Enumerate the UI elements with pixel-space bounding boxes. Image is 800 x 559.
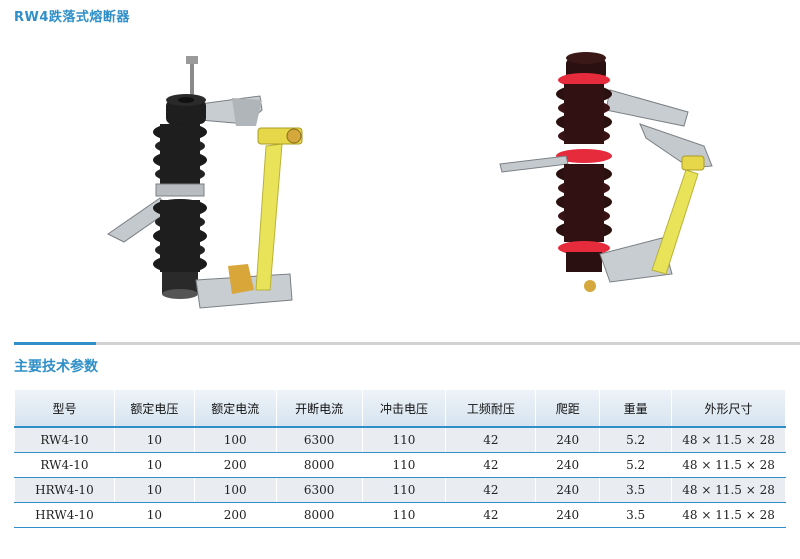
cell-rated-voltage: 10 bbox=[113, 427, 195, 453]
table-row: HRW4-10 10 200 8000 110 42 240 3.5 48 × … bbox=[14, 502, 786, 528]
cell-rated-current: 200 bbox=[193, 502, 277, 528]
header-model: 型号 bbox=[14, 390, 115, 428]
header-power-frequency-withstand: 工频耐压 bbox=[445, 390, 537, 428]
cell-impulse-voltage: 110 bbox=[361, 452, 447, 478]
table-row: RW4-10 10 100 6300 110 42 240 5.2 48 × 1… bbox=[14, 427, 786, 453]
cell-rated-voltage: 10 bbox=[113, 502, 195, 528]
cell-impulse-voltage: 110 bbox=[361, 427, 447, 453]
cell-creepage-distance: 240 bbox=[535, 502, 601, 528]
cell-dimensions: 48 × 11.5 × 28 bbox=[671, 502, 786, 528]
cell-dimensions: 48 × 11.5 × 28 bbox=[671, 427, 786, 453]
product-image-black-cutout bbox=[107, 56, 303, 309]
section-divider-accent bbox=[14, 342, 96, 345]
cell-breaking-current: 8000 bbox=[275, 502, 363, 528]
cell-creepage-distance: 240 bbox=[535, 452, 601, 478]
header-dimensions: 外形尺寸 bbox=[671, 390, 786, 428]
cell-rated-current: 200 bbox=[193, 452, 277, 478]
product-photos bbox=[107, 52, 713, 309]
section-divider bbox=[14, 342, 800, 345]
cell-power-frequency-withstand: 42 bbox=[445, 427, 537, 453]
spec-table: 型号 额定电压 额定电流 开断电流 冲击电压 工频耐压 爬距 重量 外形尺寸 R… bbox=[14, 390, 786, 528]
cell-model: RW4-10 bbox=[14, 427, 115, 453]
cell-model: RW4-10 bbox=[14, 452, 115, 478]
cell-impulse-voltage: 110 bbox=[361, 502, 447, 528]
cell-rated-voltage: 10 bbox=[113, 477, 195, 503]
cell-model: HRW4-10 bbox=[14, 477, 115, 503]
header-rated-voltage: 额定电压 bbox=[113, 390, 195, 428]
cell-rated-current: 100 bbox=[193, 477, 277, 503]
cell-power-frequency-withstand: 42 bbox=[445, 452, 537, 478]
cell-power-frequency-withstand: 42 bbox=[445, 477, 537, 503]
cell-breaking-current: 6300 bbox=[275, 477, 363, 503]
cell-dimensions: 48 × 11.5 × 28 bbox=[671, 452, 786, 478]
cell-weight: 5.2 bbox=[599, 427, 673, 453]
cell-rated-current: 100 bbox=[193, 427, 277, 453]
table-row: HRW4-10 10 100 6300 110 42 240 3.5 48 × … bbox=[14, 477, 786, 503]
section-title: 主要技术参数 bbox=[14, 359, 98, 375]
header-impulse-voltage: 冲击电压 bbox=[361, 390, 447, 428]
cell-creepage-distance: 240 bbox=[535, 477, 601, 503]
cell-rated-voltage: 10 bbox=[113, 452, 195, 478]
cell-power-frequency-withstand: 42 bbox=[445, 502, 537, 528]
header-weight: 重量 bbox=[599, 390, 673, 428]
cell-dimensions: 48 × 11.5 × 28 bbox=[671, 477, 786, 503]
header-creepage-distance: 爬距 bbox=[535, 390, 601, 428]
cell-weight: 3.5 bbox=[599, 477, 673, 503]
header-rated-current: 额定电流 bbox=[193, 390, 277, 428]
page-title: RW4跌落式熔断器 bbox=[14, 10, 130, 25]
cell-weight: 3.5 bbox=[599, 502, 673, 528]
product-image-brown-cutout bbox=[499, 52, 713, 292]
cell-impulse-voltage: 110 bbox=[361, 477, 447, 503]
header-breaking-current: 开断电流 bbox=[275, 390, 363, 428]
cell-breaking-current: 8000 bbox=[275, 452, 363, 478]
cell-model: HRW4-10 bbox=[14, 502, 115, 528]
cell-breaking-current: 6300 bbox=[275, 427, 363, 453]
spec-table-header-row: 型号 额定电压 额定电流 开断电流 冲击电压 工频耐压 爬距 重量 外形尺寸 bbox=[14, 390, 786, 428]
cell-weight: 5.2 bbox=[599, 452, 673, 478]
table-row: RW4-10 10 200 8000 110 42 240 5.2 48 × 1… bbox=[14, 452, 786, 478]
cell-creepage-distance: 240 bbox=[535, 427, 601, 453]
